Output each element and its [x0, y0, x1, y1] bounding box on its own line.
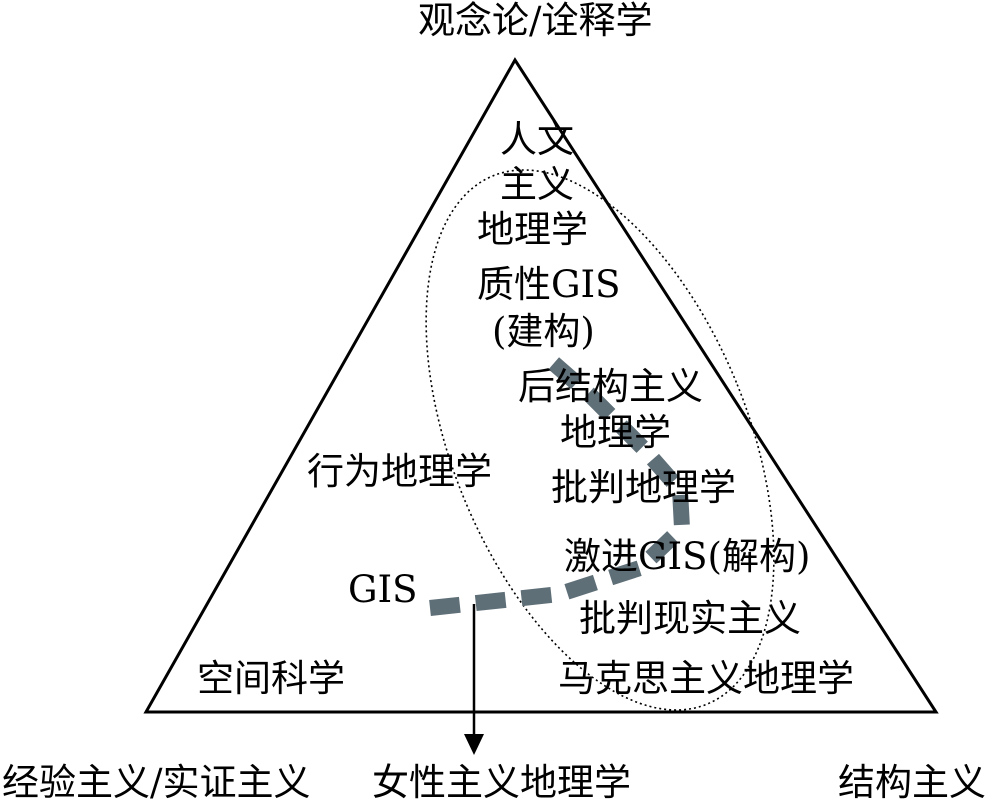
dotted-ellipse	[425, 169, 775, 711]
critical-geography-label: 批判地理学	[551, 466, 736, 509]
critical-realism-label: 批判现实主义	[579, 597, 801, 640]
gis-label: GIS	[348, 568, 418, 611]
vertex-bottom-right-label: 结构主义	[838, 761, 986, 804]
dashed-path	[429, 353, 691, 616]
post-structural-label-line1: 后结构主义	[518, 365, 703, 408]
radical-gis-label: 激进GIS(解构)	[564, 535, 811, 578]
feminist-geography-label: 女性主义地理学	[372, 761, 631, 804]
vertex-bottom-left-label: 经验主义/实证主义	[2, 761, 311, 804]
vertex-top-label: 观念论/诠释学	[418, 0, 653, 42]
triangle	[143, 57, 939, 714]
qualitative-gis-label: 质性GIS	[477, 263, 621, 306]
construction-label: (建构)	[492, 310, 595, 353]
arrow-head	[464, 734, 484, 755]
marxist-geography-label: 马克思主义地理学	[558, 657, 854, 700]
post-structural-label-line2: 地理学	[560, 411, 671, 454]
humanistic-label-line3: 地理学	[477, 208, 588, 251]
spatial-science-label: 空间科学	[197, 657, 345, 700]
behavioral-geography-label: 行为地理学	[307, 450, 492, 493]
humanistic-label-line2: 主义	[500, 163, 574, 206]
humanistic-label-line1: 人文	[500, 118, 574, 161]
